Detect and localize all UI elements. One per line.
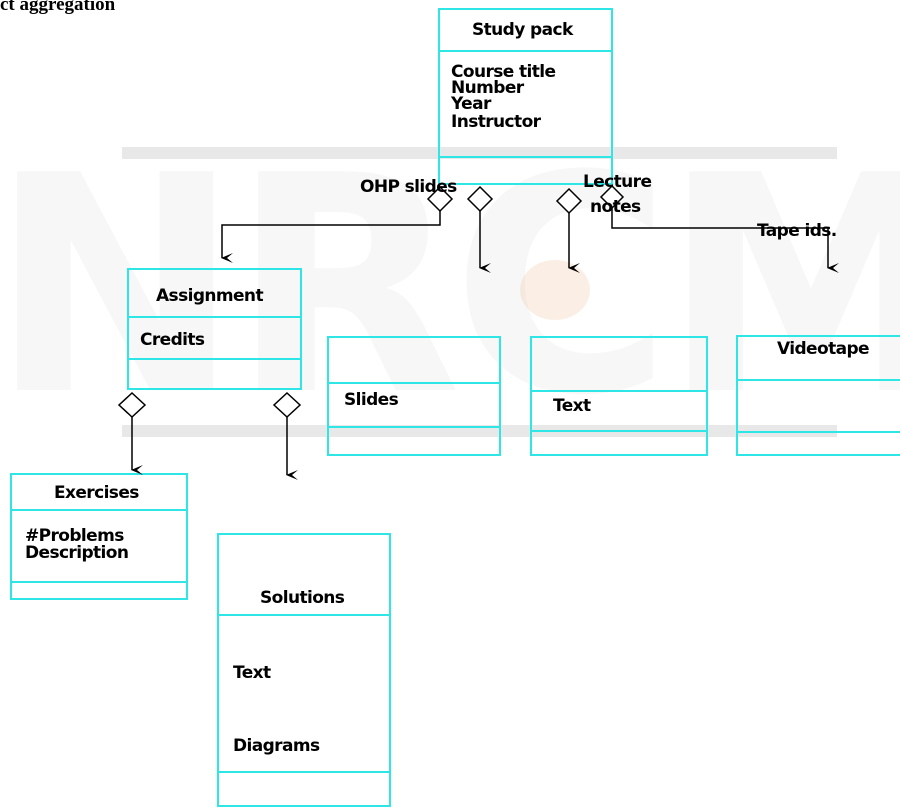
class-name-assignment: Assignment xyxy=(156,286,264,306)
class-name-study-pack: Study pack xyxy=(472,20,573,40)
class-name-exercises: Exercises xyxy=(54,483,139,503)
role-notes: notes xyxy=(590,197,641,217)
class-exercises xyxy=(10,473,188,600)
attribute-course-title: Course title xyxy=(451,62,556,82)
class-name-solutions: Solutions xyxy=(260,588,345,608)
class-study-pack xyxy=(438,8,613,185)
exercises-attributes: #Problems Description xyxy=(25,526,129,563)
attribute-problems: #Problems xyxy=(25,526,124,546)
attribute-text-lecture: Text xyxy=(553,396,591,416)
class-videotape xyxy=(736,335,900,456)
study-pack-attributes: Course title Number Year Instructor xyxy=(451,62,556,132)
class-ohp-slides xyxy=(327,336,501,456)
aggregation-diamond-solutions xyxy=(272,391,302,419)
attribute-description: Description xyxy=(25,543,129,563)
role-tape-ids: Tape ids. xyxy=(757,221,837,241)
class-solutions xyxy=(217,533,391,807)
aggregation-diamond-slides xyxy=(466,185,494,213)
attribute-year: Year xyxy=(451,94,491,114)
class-name-videotape: Videotape xyxy=(777,339,870,359)
link-assignment xyxy=(221,211,441,263)
attribute-diagrams: Diagrams xyxy=(233,736,320,756)
page-heading: ct aggregation xyxy=(0,0,116,15)
attribute-slides: Slides xyxy=(344,390,399,410)
role-ohp-slides: OHP slides xyxy=(360,177,457,197)
role-lecture: Lecture xyxy=(583,172,652,192)
attribute-text-solutions: Text xyxy=(233,663,271,683)
class-assignment xyxy=(127,268,302,390)
class-lecture-notes xyxy=(530,336,708,456)
attribute-instructor: Instructor xyxy=(451,112,541,132)
attribute-number: Number xyxy=(451,78,524,98)
watermark-text: NRCM xyxy=(0,112,900,461)
link-videotape xyxy=(611,208,839,273)
aggregation-diamond-lecture xyxy=(555,187,583,215)
attribute-credits: Credits xyxy=(140,330,205,350)
aggregation-diamond-exercises xyxy=(117,391,147,419)
